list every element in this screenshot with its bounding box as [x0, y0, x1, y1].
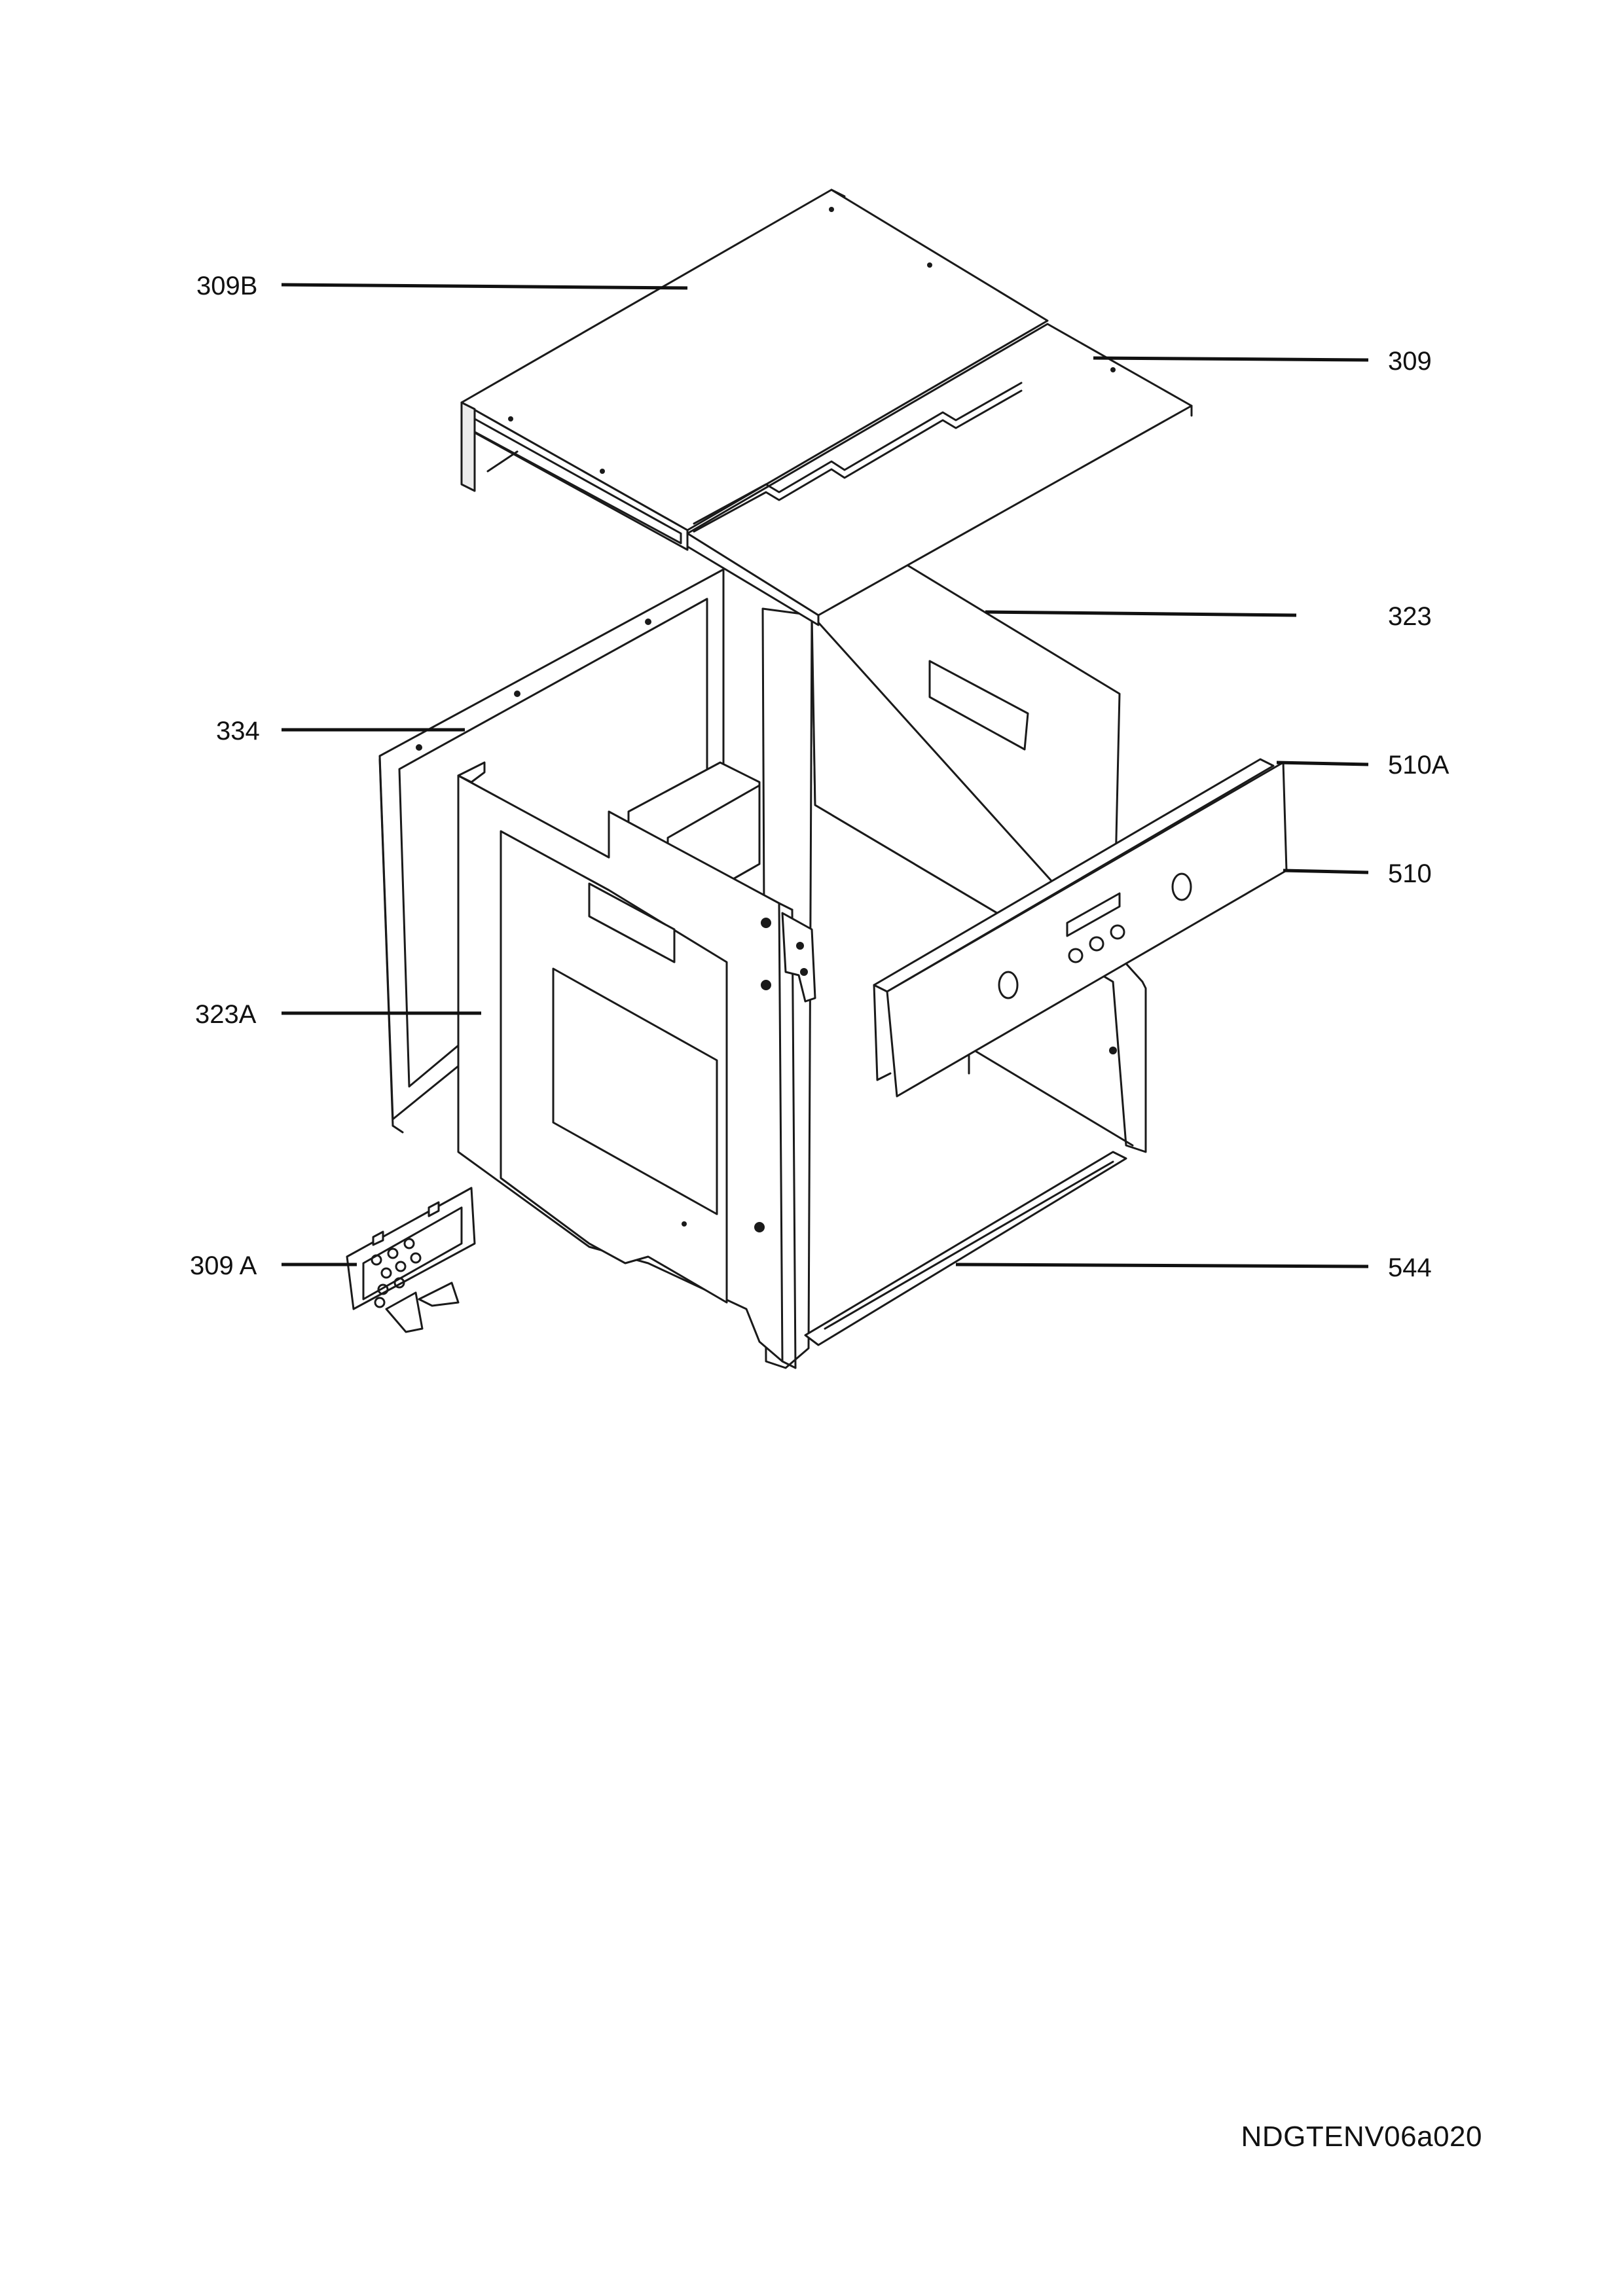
label-510: 510: [1388, 859, 1432, 888]
part-hinge-bracket: [781, 912, 816, 1003]
part-544-bottom-rail: [804, 1046, 1134, 1346]
part-309B-rear-top: [460, 188, 1049, 551]
part-323A-front-frame: [457, 761, 797, 1369]
drawing-code: NDGTENV06a020: [1241, 2121, 1482, 2153]
part-309A-small-panel: [346, 1187, 476, 1333]
label-334: 334: [216, 717, 260, 745]
part-309-front-top: [686, 323, 1193, 626]
label-323A: 323A: [195, 1000, 257, 1029]
label-309A: 309 A: [190, 1251, 257, 1280]
label-510A: 510A: [1388, 751, 1450, 780]
leader-lines: [281, 283, 1369, 1268]
part-510A-panel-trim: [873, 758, 1275, 1081]
label-309: 309: [1388, 347, 1432, 376]
label-309B: 309B: [196, 272, 257, 300]
label-544: 544: [1388, 1253, 1432, 1282]
label-323: 323: [1388, 602, 1432, 631]
